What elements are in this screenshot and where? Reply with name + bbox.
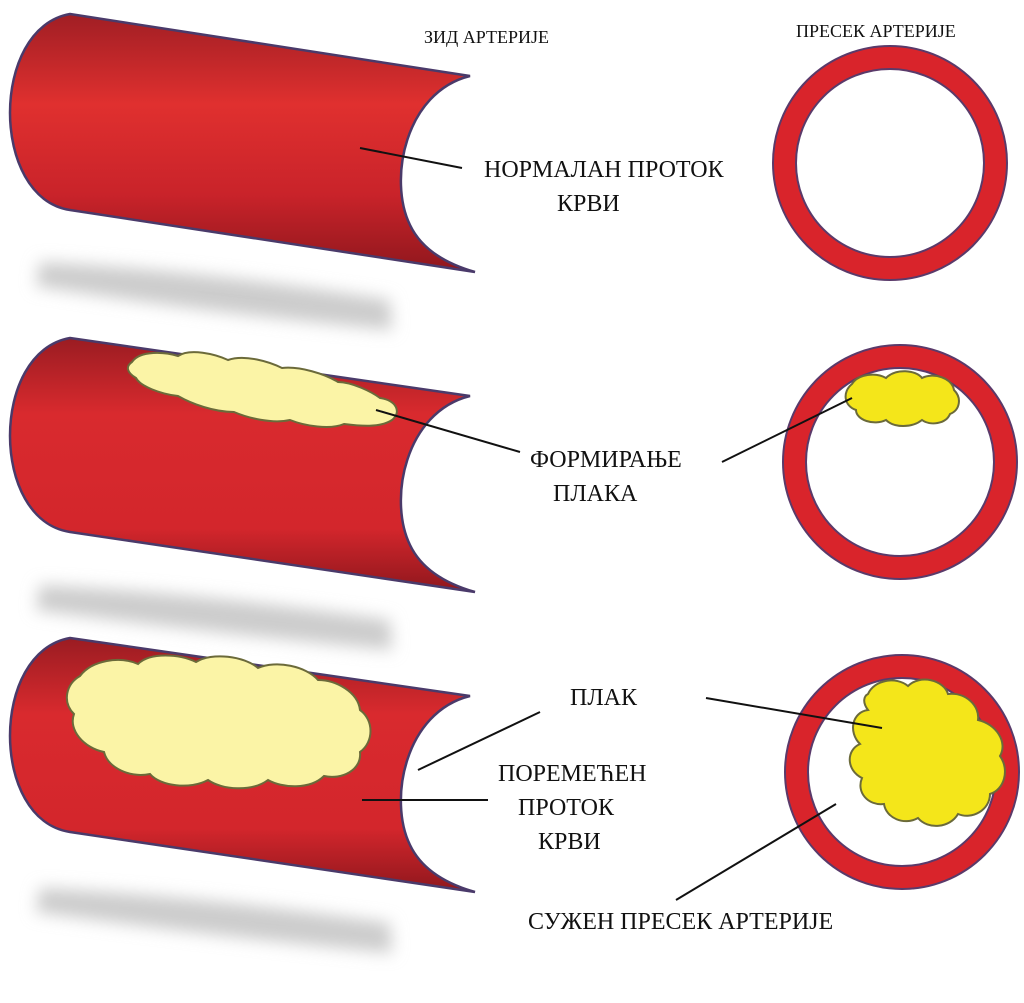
tube-shadow-bottom	[36, 888, 392, 953]
plaque-small-in-lumen	[844, 370, 960, 427]
label-plaque-formation-line1: ФОРМИРАЊЕ	[530, 447, 682, 473]
cross-section-plaque-forming	[782, 344, 1018, 580]
leader-plaque-section	[705, 697, 883, 729]
label-normal-flow-line1: НОРМАЛАН ПРОТОК	[484, 157, 724, 183]
leader-plaque-formation-section	[721, 397, 853, 463]
artery-tube-normal	[8, 12, 476, 274]
cross-section-normal	[772, 45, 1008, 281]
cross-section-narrowed	[784, 654, 1020, 890]
leader-lines	[359, 147, 883, 901]
leader-plaque-wall	[417, 711, 541, 771]
label-disturbed-flow-line2: ПРОТОК	[518, 795, 614, 821]
leader-normal-flow	[359, 147, 463, 169]
header-artery-cross-section: ПРЕСЕК АРТЕРИЈЕ	[796, 21, 956, 41]
artery-tube-disturbed	[8, 636, 476, 894]
label-disturbed-flow-line1: ПОРЕМЕЋЕН	[498, 761, 647, 787]
tube-shadow-middle	[36, 585, 392, 650]
label-normal-flow-line2: КРВИ	[557, 191, 620, 217]
header-artery-wall: ЗИД АРТЕРИЈЕ	[424, 27, 550, 47]
tube-shadow-top	[36, 262, 392, 330]
plaque-small-on-wall	[126, 351, 398, 428]
artery-tube-plaque-forming	[8, 336, 476, 594]
plaque-large-on-wall	[65, 654, 372, 790]
label-plaque-formation-line2: ПЛАКА	[553, 481, 638, 507]
label-disturbed-flow-line3: КРВИ	[538, 829, 601, 855]
leader-plaque-formation-wall	[375, 409, 521, 453]
label-plaque: ПЛАК	[570, 685, 637, 711]
leader-narrowed-section	[675, 803, 837, 901]
label-narrowed-section: СУЖЕН ПРЕСЕК АРТЕРИЈЕ	[528, 909, 834, 935]
plaque-large-in-lumen	[848, 678, 1006, 827]
tube-shadows	[36, 262, 392, 953]
